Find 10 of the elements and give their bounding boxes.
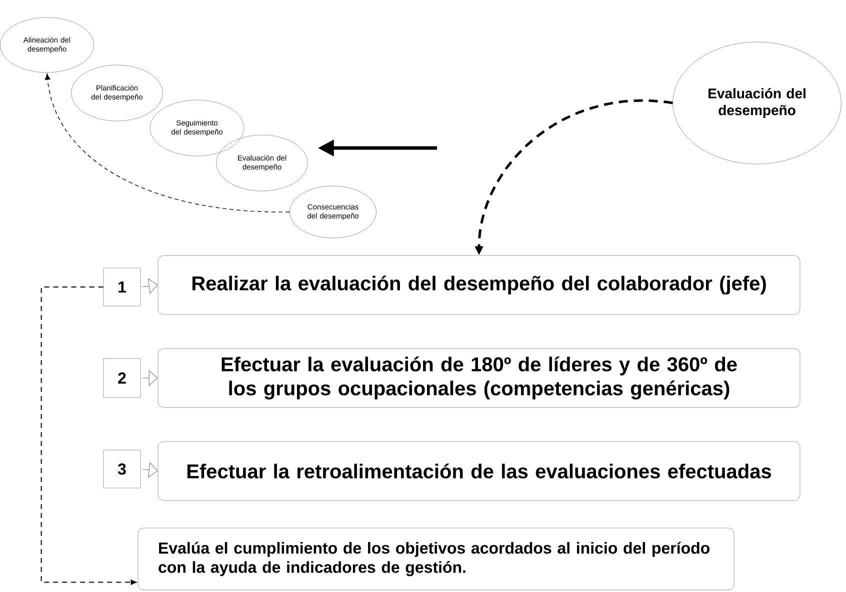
note-box: Evalúa el cumplimiento de los objetivos acordados al inicio del período con la ayuda de indicadores de gestión.: [138, 528, 734, 590]
step-number-box: 1: [103, 268, 141, 306]
step-number-box: 3: [103, 450, 141, 488]
arrow: [40, 286, 136, 585]
step-box: Efectuar la evaluación de 180º de líderes y de 360º de los grupos ocupacionales (competencias genéricas): [158, 348, 800, 408]
arrow: [142, 462, 158, 478]
step-number-box: 2: [103, 358, 141, 398]
arrow: [44, 74, 290, 212]
step-box: Efectuar la retroalimentación de las evaluaciones efectuadas: [158, 441, 800, 501]
step-box: Realizar la evaluación del desempeño del colaborador (jefe): [158, 255, 800, 315]
